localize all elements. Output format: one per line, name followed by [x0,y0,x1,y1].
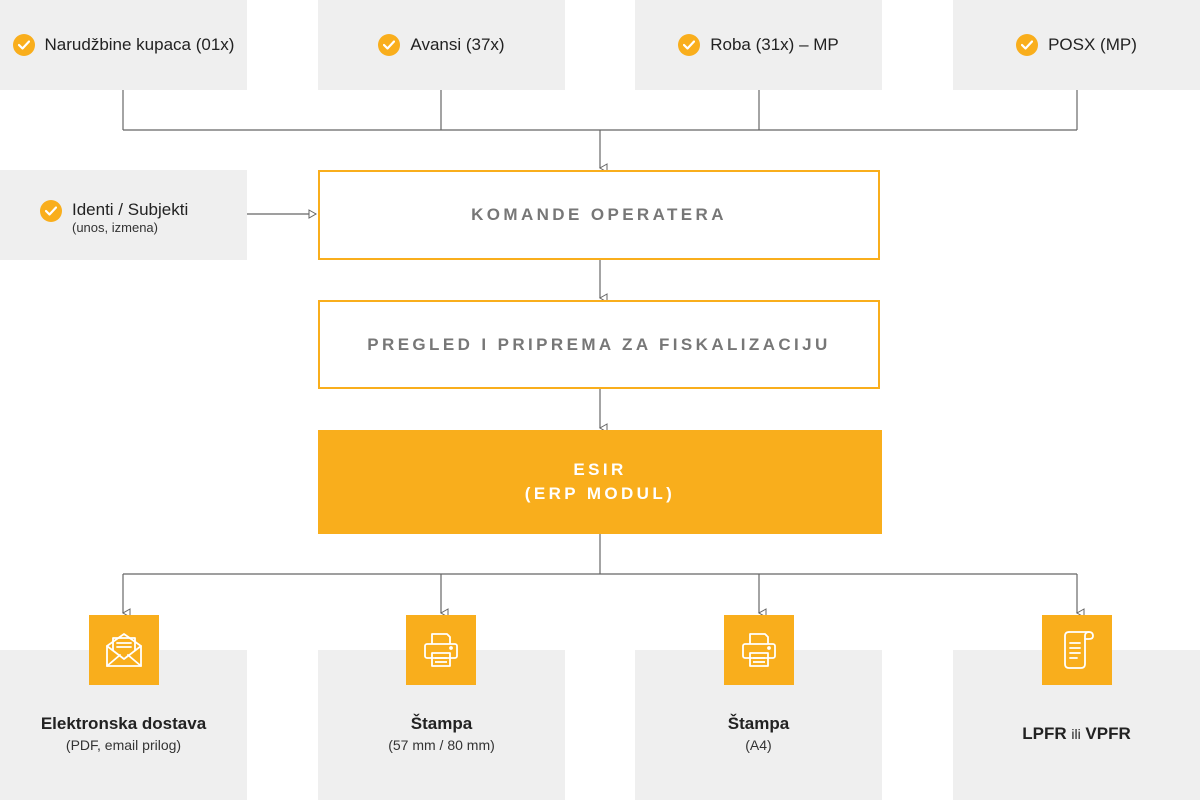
output-fiscal-text: LPFR ili VPFR [953,724,1200,744]
input-label-goods: Roba (31x) – MP [710,35,839,54]
input-box-goods: Roba (31x) – MP [635,0,882,90]
output-fiscal-join: ili [1071,726,1081,742]
check-icon [40,200,62,222]
output-print-receipt-title: Štampa [410,714,473,733]
output-fiscal-title-a: LPFR [1022,724,1067,743]
envelope-document-icon [89,615,159,685]
output-print-a4-subtitle: (A4) [745,737,772,753]
input-label-orders: Narudžbine kupaca (01x) [44,35,235,54]
input-label-posx: POSX (MP) [1048,35,1137,54]
output-fiscal-title-b: VPFR [1085,724,1131,743]
operator-commands-box: KOMANDE OPERATERA [318,170,880,260]
output-electronic-subtitle: (PDF, email prilog) [65,737,182,753]
review-step-box: PREGLED I PRIPREMA ZA FISKALIZACIJU [318,300,880,389]
side-input-box: Identi / Subjekti (unos, izmena) [0,170,247,260]
esir-title: ESIR [573,460,627,479]
output-print-a4-text: Štampa (A4) [635,713,882,755]
check-icon [1016,34,1039,56]
esir-box: ESIR (ERP MODUL) [318,430,882,534]
input-box-advances: Avansi (37x) [318,0,565,90]
output-print-receipt-text: Štampa (57 mm / 80 mm) [318,713,565,755]
receipt-scroll-icon [1042,615,1112,685]
output-print-receipt-subtitle: (57 mm / 80 mm) [388,737,495,753]
check-icon [12,34,35,56]
printer-icon [724,615,794,685]
check-icon [678,34,701,56]
output-print-a4-title: Štampa [727,714,790,733]
side-input-title: Identi / Subjekti [72,200,189,219]
check-icon [378,34,401,56]
printer-icon [406,615,476,685]
output-electronic-title: Elektronska dostava [40,714,207,733]
input-label-advances: Avansi (37x) [410,35,505,54]
input-box-orders: Narudžbine kupaca (01x) [0,0,247,90]
side-input-subtitle: (unos, izmena) [72,220,158,235]
esir-subtitle: (ERP MODUL) [524,484,676,503]
input-box-posx: POSX (MP) [953,0,1200,90]
output-electronic-text: Elektronska dostava (PDF, email prilog) [0,713,247,755]
